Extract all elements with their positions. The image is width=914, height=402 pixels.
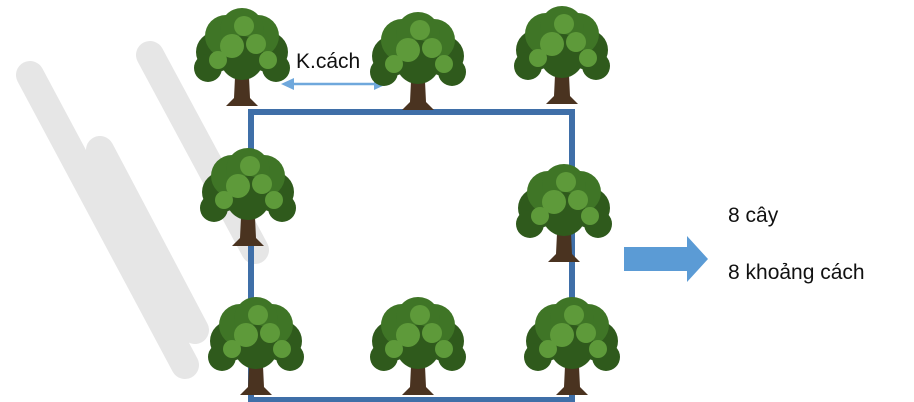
tree-count-text: 8 cây [728,204,779,227]
watermark [16,41,269,379]
result-arrow [624,236,708,282]
tree-top-right [514,6,610,104]
trees-group [194,6,620,395]
tree-middle-right [516,164,612,262]
tree-top-middle [370,12,466,110]
gap-count-text: 8 khoảng cách [728,261,865,284]
tree-bottom-middle [370,297,466,395]
spacing-label: K.cách [296,50,361,73]
tree-bottom-left [208,297,304,395]
tree-middle-left [200,148,296,246]
spacing-double-arrow [281,78,387,90]
tree-bottom-right [524,297,620,395]
tree-top-left [194,8,290,106]
